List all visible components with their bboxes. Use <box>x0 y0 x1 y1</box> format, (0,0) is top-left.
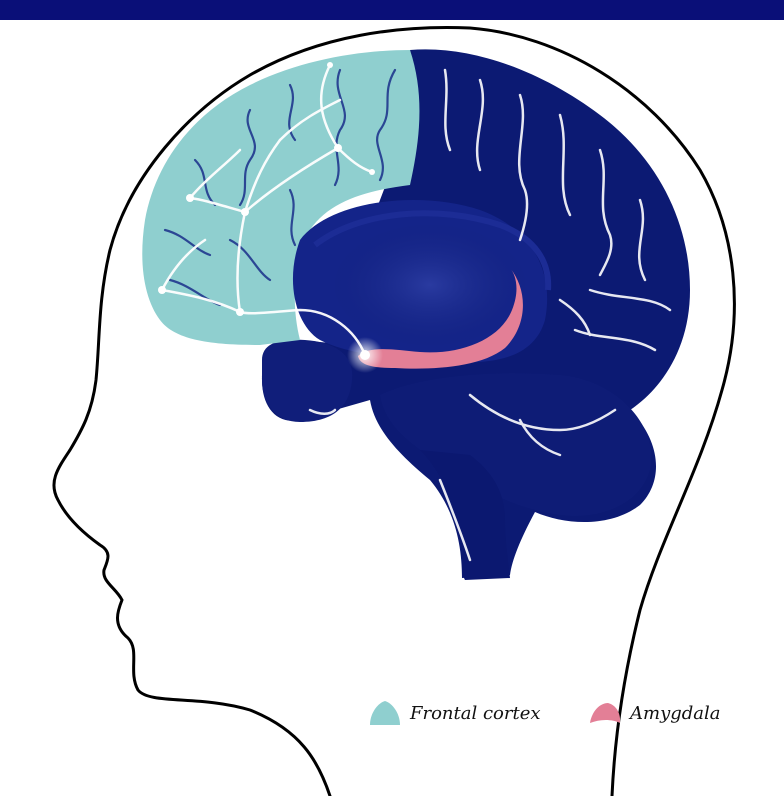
legend-item-amygdala: Amygdala <box>588 695 721 731</box>
legend-label-amygdala: Amygdala <box>630 703 721 724</box>
amygdala-swatch-icon <box>588 699 622 727</box>
legend-item-frontal-cortex: Frontal cortex <box>368 695 541 731</box>
frontal-cortex-swatch-icon <box>368 699 402 727</box>
cerebellum <box>380 373 652 516</box>
temporal-lobe <box>262 340 352 422</box>
legend-label-frontal-cortex: Frontal cortex <box>410 703 541 724</box>
